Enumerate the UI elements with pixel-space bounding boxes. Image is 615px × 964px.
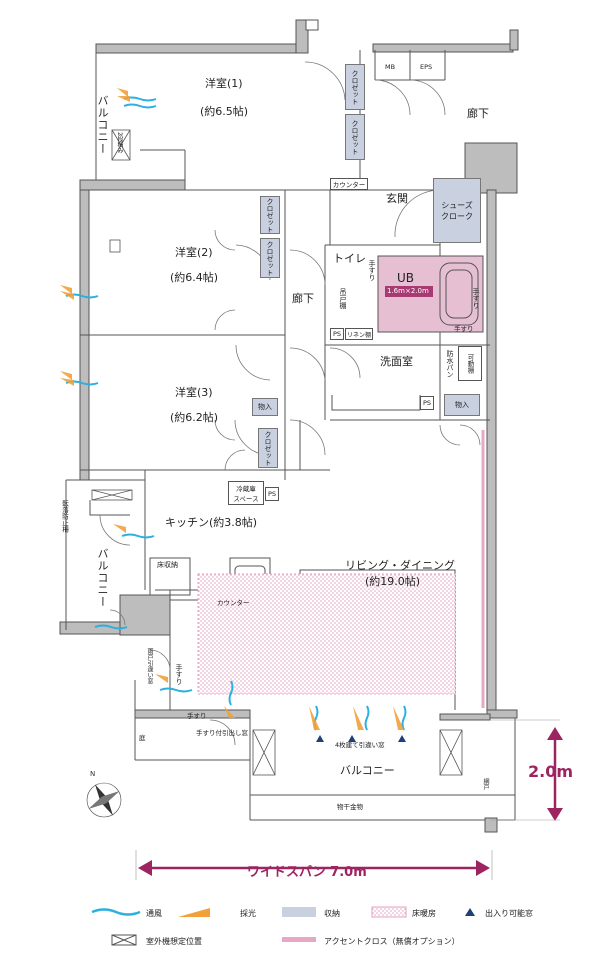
room-yoshitsu2-size: (約6.4帖)	[170, 271, 219, 284]
yukasyu-label: 床収納	[157, 561, 178, 569]
mb-label: MB	[385, 63, 396, 71]
legend-graphics	[91, 906, 475, 946]
outdoor-units	[91, 129, 463, 776]
shoes-cloak: シューズ クローク	[433, 178, 481, 243]
tesuri-kitchen-window: 手すり	[175, 664, 183, 685]
room-senmen: 洗面室	[380, 355, 413, 368]
closet-2a: クロゼット	[260, 196, 280, 234]
ps-toilet: PS	[330, 328, 344, 340]
room-ub: UB	[397, 271, 415, 285]
room-balcony-mid: バルコニー	[96, 548, 109, 608]
tenraku-fence: 転落防止柵	[60, 500, 69, 533]
room-yoshitsu3-size: (約6.2帖)	[170, 411, 219, 424]
fridge-space: 冷蔵庫 スペース	[228, 481, 264, 505]
light-fans	[60, 88, 404, 730]
room-balcony-top: バルコニー	[96, 95, 109, 155]
closet-2b: クロゼット	[260, 238, 280, 278]
closet-1a: クロゼット	[345, 64, 365, 110]
tsuriodana-toilet: 吊戸棚	[339, 288, 347, 309]
linen-shelf: リネン棚	[345, 328, 373, 340]
tesuri-living: 手すり	[187, 712, 207, 720]
closet-3: クロゼット	[258, 428, 278, 468]
counter-entry: カウンター	[330, 178, 368, 190]
bathtub	[439, 262, 479, 326]
room-rouka2: 廊下	[292, 292, 314, 305]
shoes-label: シューズ	[441, 200, 473, 210]
room-balcony-main: バルコニー	[340, 764, 395, 777]
nidan-label: 2段積み	[116, 132, 123, 154]
ub-size-box	[385, 286, 433, 297]
tesuri-ub-side: 手すり	[472, 288, 480, 309]
ps-senmen: PS	[420, 396, 434, 410]
ub-size: 1.6m×2.0m	[387, 287, 429, 295]
legend-storage-label: 収納	[324, 909, 340, 918]
legend-wind-label: 通風	[146, 909, 162, 918]
floor-heating-area	[197, 573, 456, 695]
dimension-depth: 2.0m	[528, 762, 574, 781]
walls	[59, 19, 519, 721]
fridge-label-2: スペース	[233, 495, 259, 503]
dimension-arrows	[138, 727, 563, 876]
ps-kitchen: PS	[265, 487, 279, 501]
room-living-size: (約19.0帖)	[365, 575, 421, 588]
aminado-label: 網戸	[482, 778, 489, 790]
legend-storage: 収納	[324, 908, 340, 919]
cloak-label: クローク	[441, 211, 473, 221]
room-yoshitsu3: 洋室(3)	[175, 386, 213, 399]
room-yoshitsu2: 洋室(2)	[175, 246, 213, 259]
fridge-label-1: 冷蔵庫	[236, 485, 256, 493]
counter-kitchen: カウンター	[217, 599, 250, 607]
legend-outdoor-unit: 室外機想定位置	[146, 936, 202, 947]
closet-1b: クロゼット	[345, 114, 365, 160]
door-arcs	[99, 61, 481, 746]
legend-entry: 出入り可能窓	[485, 908, 533, 919]
legend-accent-cross: アクセントクロス（無償オプション）	[324, 936, 460, 947]
tesuri-toilet: 手すり	[368, 260, 376, 281]
room-yoshitsu1-size: (約6.5帖)	[200, 105, 249, 118]
legend-light-label: 採光	[240, 909, 256, 918]
dimension-span: ワイドスパン 7.0m	[247, 865, 367, 880]
room-yoshitsu1: 洋室(1)	[205, 77, 243, 90]
legend-accent-cross-label: アクセントクロス（無償オプション）	[324, 937, 460, 946]
legend-floorheat-label: 床暖房	[412, 909, 436, 918]
room-genkan: 玄関	[386, 192, 408, 205]
legend-light: 採光	[240, 908, 256, 919]
tesuri-hikidashi: 手すり付引出し窓	[196, 729, 248, 737]
room-toilet: トイレ	[333, 252, 366, 265]
legend-outdoor-unit-label: 室外機想定位置	[146, 937, 202, 946]
svg-text:N: N	[90, 770, 95, 778]
entry-triangles	[316, 735, 406, 742]
storage-nyu-3: 物入	[252, 398, 278, 416]
monohoshi-label: 物干金物	[337, 803, 363, 811]
mado-4-label: 4枚建て引違い窓	[335, 741, 385, 749]
room-living: リビング・ダイニング	[345, 559, 455, 572]
legend-entry-label: 出入り可能窓	[485, 909, 533, 918]
room-rouka1: 廊下	[467, 107, 489, 120]
legend-floorheat: 床暖房	[412, 908, 436, 919]
room-kitchen: キッチン(約3.8帖)	[165, 516, 258, 529]
bousui-pan: 防水パン	[446, 350, 454, 378]
eps-label: EPS	[420, 63, 433, 71]
kadou-shelf: 可動棚	[458, 346, 482, 381]
compass-icon: N	[86, 770, 122, 818]
tesuri-ub: 手すり	[454, 325, 474, 333]
amado-label: 雨戸引違い窓	[146, 648, 153, 684]
storage-nyu-senmen: 物入	[444, 394, 480, 416]
niwa-label: 庭	[139, 734, 146, 742]
legend-wind: 通風	[146, 908, 162, 919]
